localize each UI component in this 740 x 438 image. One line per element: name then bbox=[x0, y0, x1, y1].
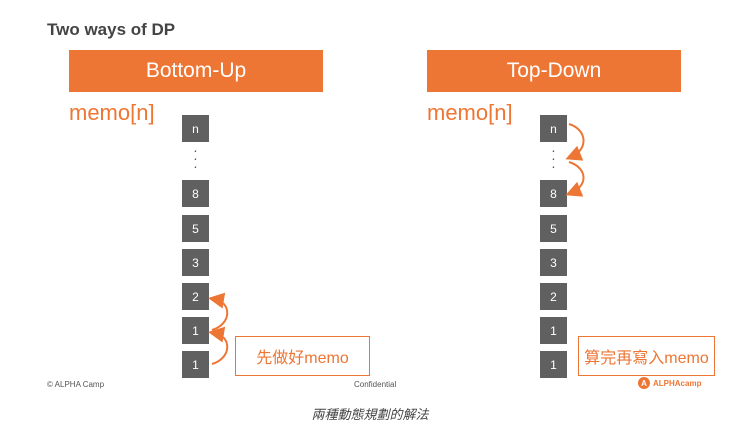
top-down-cell-2: 2 bbox=[540, 283, 567, 310]
top-down-cell-3: 3 bbox=[540, 249, 567, 276]
bottom-up-ellipsis: ··· bbox=[193, 142, 198, 174]
top-down-cell-8: 8 bbox=[540, 180, 567, 207]
bottom-up-cell-3: 3 bbox=[182, 249, 209, 276]
top-down-memo-label: memo[n] bbox=[427, 100, 513, 125]
bottom-up-cell-1a: 1 bbox=[182, 317, 209, 344]
footer-confidential: Confidential bbox=[354, 380, 397, 389]
bottom-up-cell-2: 2 bbox=[182, 283, 209, 310]
bottom-up-cell-5: 5 bbox=[182, 215, 209, 242]
top-down-arrow-1 bbox=[565, 123, 585, 161]
caption: 兩種動態規劃的解法 bbox=[311, 407, 429, 422]
slide-title: Two ways of DP bbox=[47, 20, 176, 39]
alpha-camp-logo: A ALPHAcamp bbox=[638, 377, 701, 389]
bottom-up-arrow-2 bbox=[208, 292, 229, 331]
alpha-camp-logo-icon: A bbox=[638, 377, 650, 389]
top-down-cell-1b: 1 bbox=[540, 351, 567, 378]
bottom-up-banner: Bottom-Up bbox=[69, 50, 323, 92]
top-down-arrow-2 bbox=[565, 161, 585, 197]
bottom-up-memo-label: memo[n] bbox=[69, 100, 155, 125]
top-down-banner: Top-Down bbox=[427, 50, 681, 92]
alpha-camp-logo-text: ALPHAcamp bbox=[653, 378, 702, 388]
bottom-up-cell-8: 8 bbox=[182, 180, 209, 207]
top-down-ellipsis: ··· bbox=[551, 142, 556, 174]
top-down-callout: 算完再寫入memo bbox=[578, 336, 715, 376]
bottom-up-cell-1b: 1 bbox=[182, 351, 209, 378]
top-down-cell-n: n bbox=[540, 115, 567, 142]
top-down-cell-5: 5 bbox=[540, 215, 567, 242]
top-down-cell-1a: 1 bbox=[540, 317, 567, 344]
bottom-up-cell-n: n bbox=[182, 115, 209, 142]
bottom-up-arrow-1 bbox=[208, 326, 229, 365]
bottom-up-callout: 先做好memo bbox=[235, 336, 370, 376]
footer-copyright: © ALPHA Camp bbox=[47, 380, 105, 389]
